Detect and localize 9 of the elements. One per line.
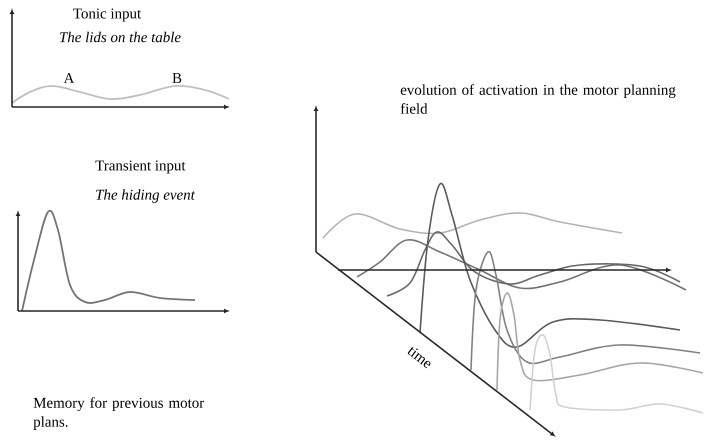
axis-label: B — [172, 73, 182, 83]
graph-subtitle: The lids on the table — [60, 32, 181, 42]
graph-subtitle: The hiding event — [96, 189, 196, 203]
axis-label: A — [64, 73, 74, 83]
caption: Memory for previous motor plans. — [33, 397, 204, 430]
graph-title: evolution of activation in the motor planning field — [400, 84, 676, 114]
axis-label: time — [408, 347, 430, 368]
graph-title: Transient input — [95, 160, 186, 174]
graph-title: Tonic input — [73, 8, 142, 22]
